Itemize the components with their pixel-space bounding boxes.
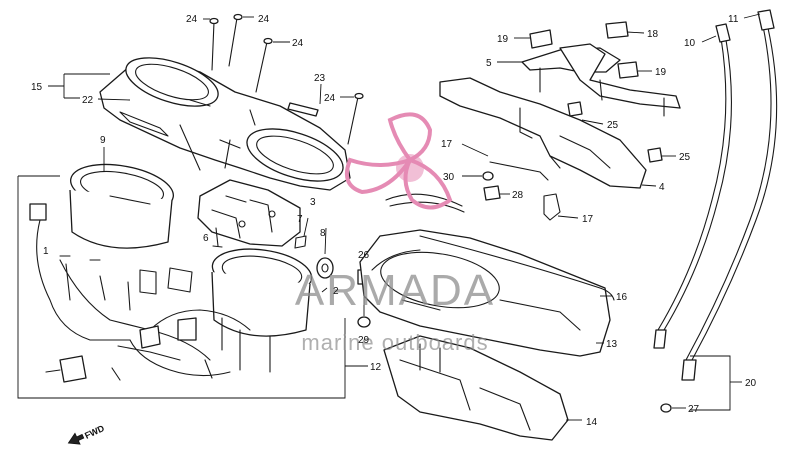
meter-upper-cover (99, 57, 351, 191)
label-26: 26 (358, 250, 370, 261)
label-13: 13 (606, 339, 618, 350)
band-16-lower (419, 235, 615, 301)
label-11: 11 (728, 14, 739, 25)
clip-7 (294, 235, 307, 249)
label-28: 28 (512, 190, 524, 201)
bolt-group-24 (203, 13, 364, 145)
label-3: 3 (310, 197, 316, 208)
nut-29 (357, 316, 371, 328)
label-24a: 24 (186, 14, 198, 25)
lower-bracket-4 (439, 77, 647, 189)
watermark-brand: ARMADA (295, 266, 495, 315)
grommet-19a (529, 29, 553, 49)
label-29: 29 (358, 335, 370, 346)
plate-23 (287, 102, 319, 117)
label-24b: 24 (258, 14, 270, 25)
tachometer-cable-11 (681, 9, 778, 381)
watermark: ARMADA marine outboards (295, 112, 495, 355)
label-27: 27 (688, 404, 700, 415)
label-8: 8 (320, 228, 326, 239)
wiring-harness-12 (29, 203, 251, 383)
part-labels: 24 24 24 24 23 15 22 9 3 7 8 6 1 26 2 29… (31, 14, 757, 428)
meter-lower-case-13 (359, 229, 611, 357)
label-19a: 19 (497, 34, 509, 45)
label-25a: 25 (607, 120, 619, 131)
clip-27 (660, 403, 672, 413)
band-16-upper (385, 193, 463, 207)
label-7: 7 (297, 214, 303, 225)
fwd-arrow-icon: FWD (67, 423, 106, 445)
meter-bracket-3 (197, 179, 301, 247)
label-14: 14 (586, 417, 598, 428)
lower-cover-14 (383, 335, 569, 441)
part-17a (489, 161, 549, 181)
washer-30 (482, 171, 494, 181)
speedometer-9 (69, 163, 175, 249)
label-20: 20 (745, 378, 757, 389)
grommet-8 (316, 257, 334, 279)
label-22: 22 (82, 95, 94, 106)
fwd-label: FWD (83, 423, 106, 441)
screw-6 (212, 227, 223, 248)
grommet-18 (605, 21, 629, 39)
bracket-line-20 (690, 355, 731, 411)
label-25b: 25 (679, 152, 691, 163)
label-9: 9 (100, 135, 106, 146)
label-12: 12 (370, 362, 382, 373)
propeller-logo-icon (345, 112, 453, 210)
label-6: 6 (203, 233, 209, 244)
label-1: 1 (43, 246, 49, 257)
label-24c: 24 (292, 38, 304, 49)
clip-17b (543, 193, 561, 221)
label-17b: 17 (582, 214, 594, 225)
label-4: 4 (659, 182, 665, 193)
nut-28 (483, 185, 501, 201)
nut-25a (567, 101, 583, 117)
label-2: 2 (333, 286, 339, 297)
label-30: 30 (443, 172, 455, 183)
watermark-tagline: marine outboards (301, 330, 488, 355)
upper-bracket-5 (521, 43, 681, 117)
label-23: 23 (314, 73, 326, 84)
label-18: 18 (647, 29, 659, 40)
speedometer-cable-10 (653, 23, 732, 349)
harness-bracket-line (17, 176, 346, 399)
label-16: 16 (616, 292, 628, 303)
label-19b: 19 (655, 67, 667, 78)
label-10: 10 (684, 38, 696, 49)
label-5: 5 (486, 58, 492, 69)
nut-25b (647, 147, 663, 163)
label-24d: 24 (324, 93, 336, 104)
label-17a: 17 (441, 139, 453, 150)
grommet-19b (617, 61, 639, 79)
label-15: 15 (31, 82, 43, 93)
